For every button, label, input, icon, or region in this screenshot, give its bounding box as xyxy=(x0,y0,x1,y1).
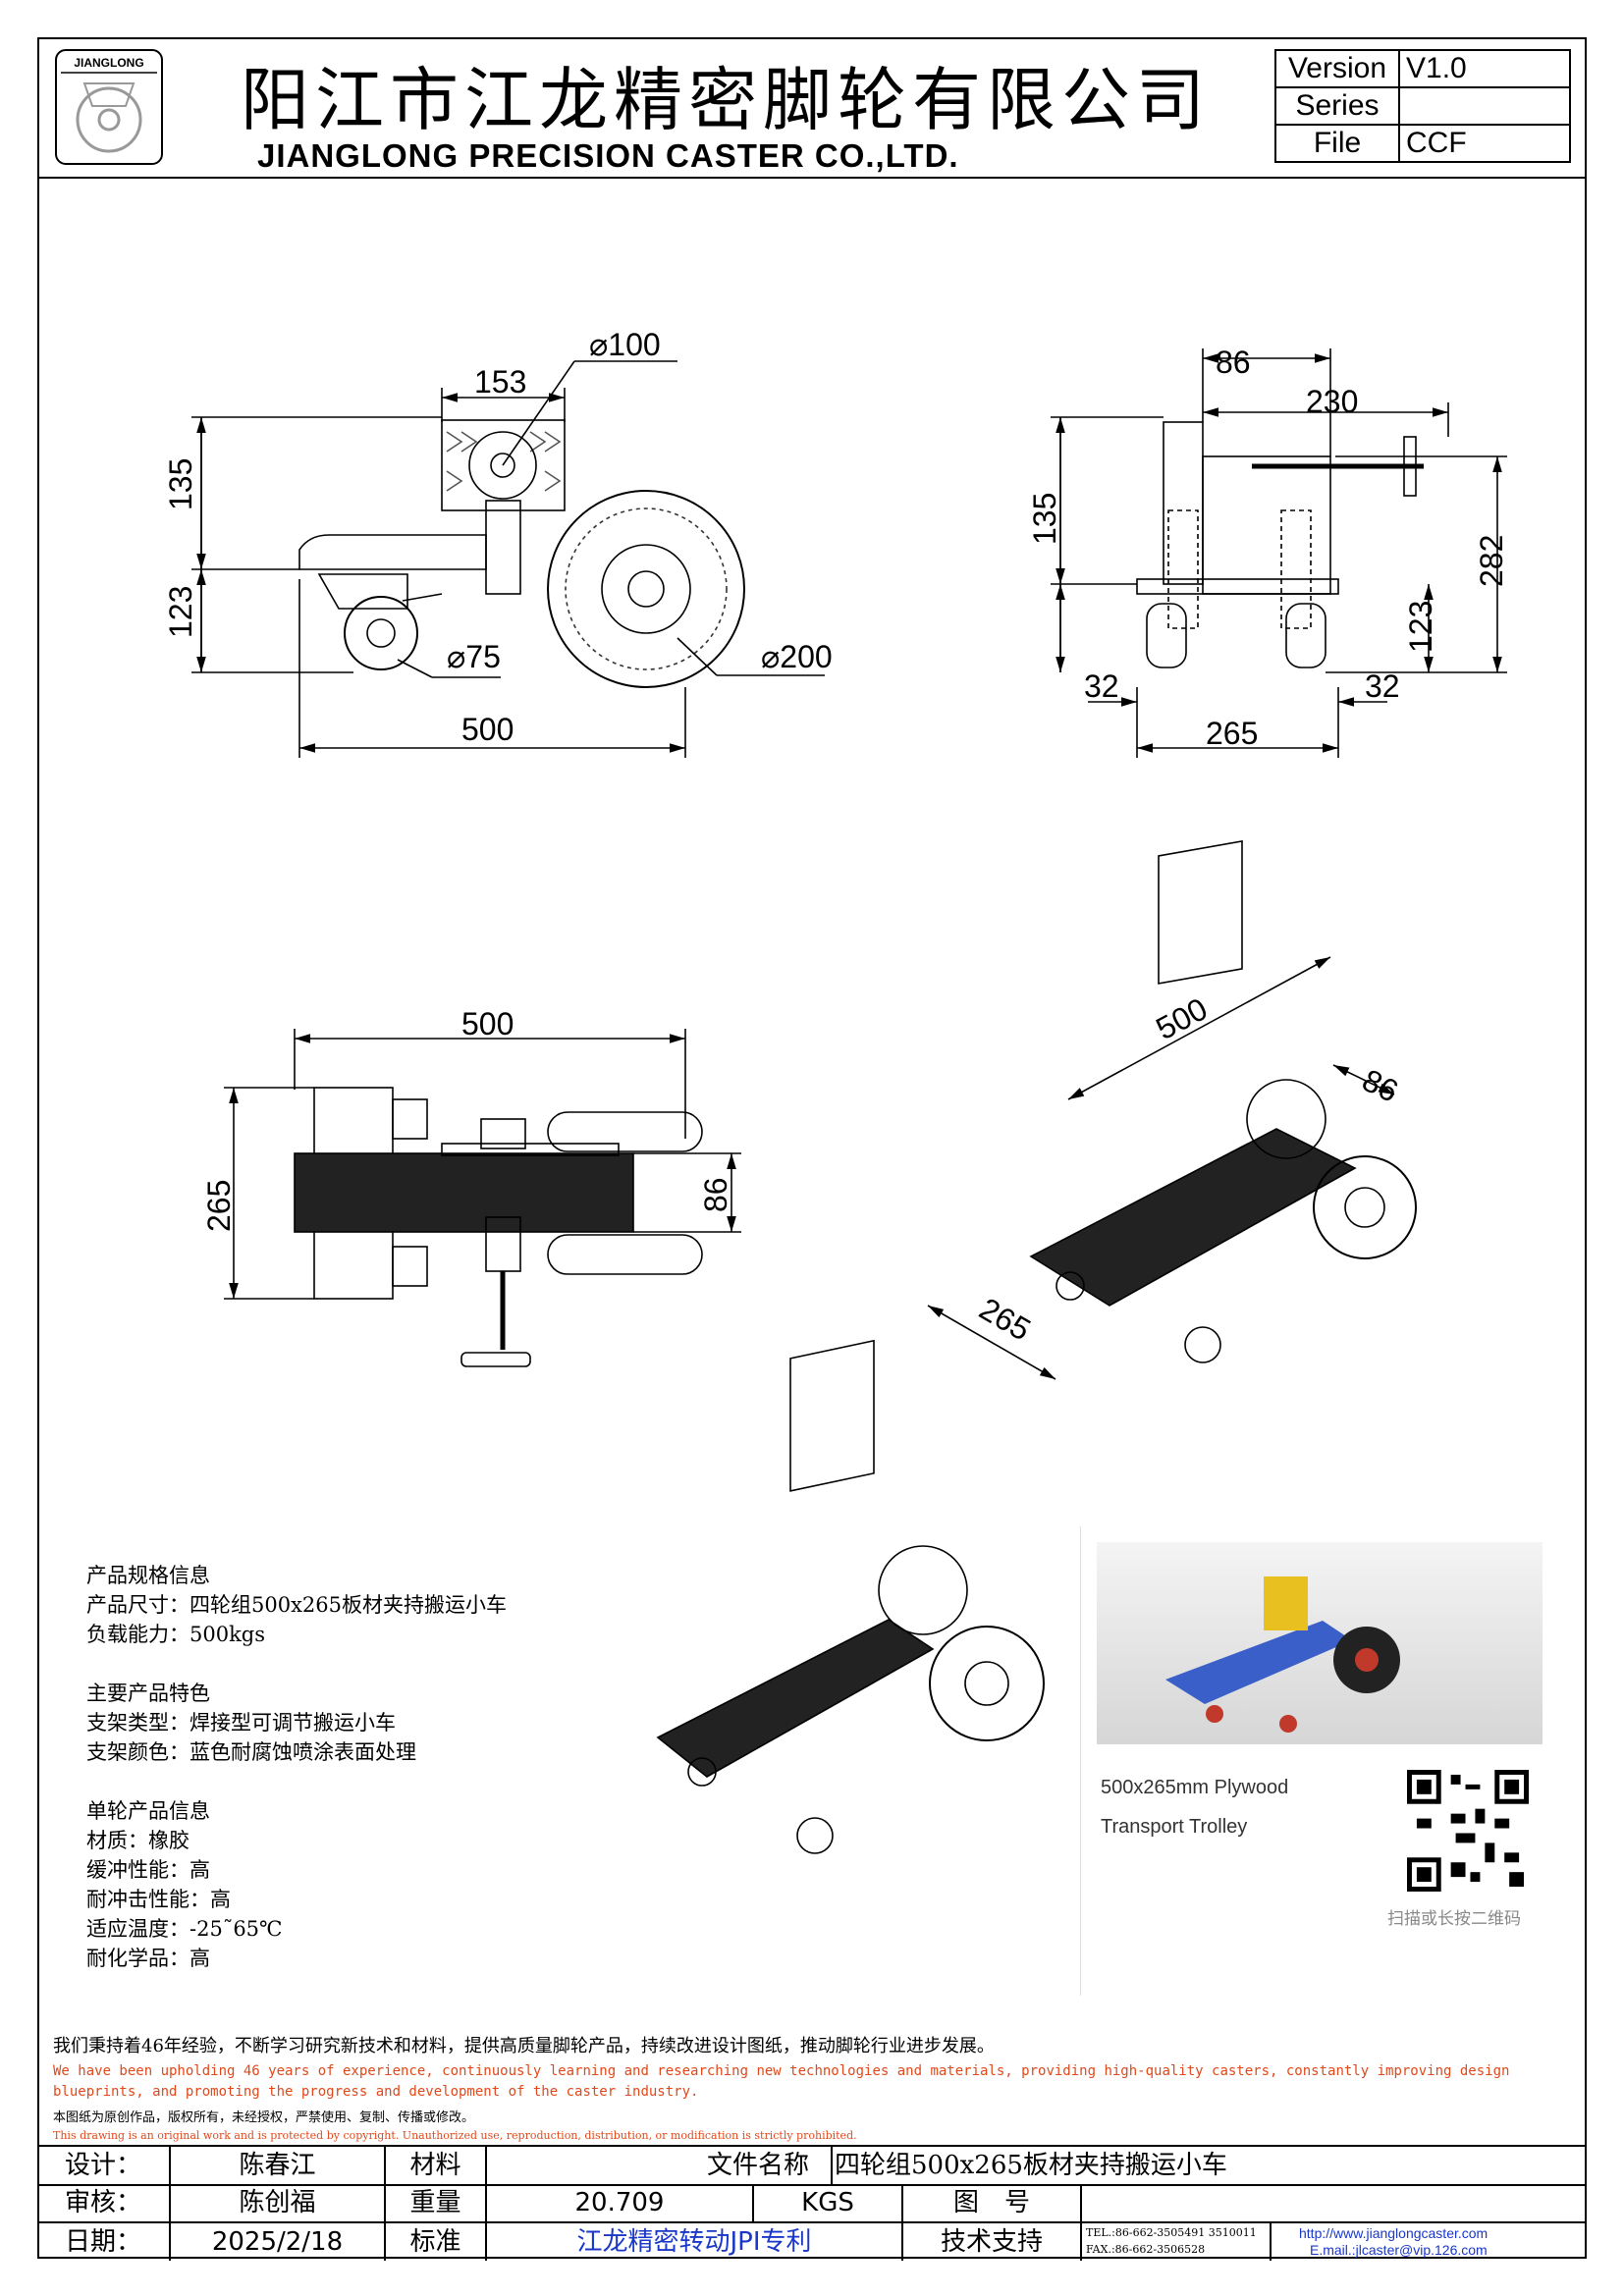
dim-iso-86: 86 xyxy=(1357,1062,1404,1109)
dim-iso-265: 265 xyxy=(974,1291,1037,1348)
series-value xyxy=(1398,86,1571,126)
side-base xyxy=(1136,578,1339,595)
dim-side-282: 282 xyxy=(1474,535,1509,587)
spec-size: 产品尺寸：四轮组500x265板材夹持搬运小车 xyxy=(86,1593,508,1617)
support-label: 技术支持 xyxy=(940,2227,1043,2257)
dim-iso-500: 500 xyxy=(1150,990,1213,1046)
material-label: 材料 xyxy=(409,2151,461,2180)
copyright-en: This drawing is an original work and is … xyxy=(53,2129,857,2142)
spec-section-title: 产品规格信息 xyxy=(86,1564,210,1587)
dim-front-d200: ⌀200 xyxy=(761,639,833,674)
website-link[interactable]: http://www.jianglongcaster.com xyxy=(1299,2225,1489,2241)
product-photo xyxy=(1097,1542,1543,1744)
filename-label: 文件名称 xyxy=(706,2151,809,2180)
spec-section-title: 单轮产品信息 xyxy=(86,1799,210,1823)
isometric-view xyxy=(927,840,1417,1380)
company-logo: JIANGLONG xyxy=(55,49,163,165)
top-wheel-lower xyxy=(547,1234,703,1275)
dim-front-d100: ⌀100 xyxy=(589,327,661,362)
note-en: We have been upholding 46 years of exper… xyxy=(53,2063,1510,2100)
qr-code-icon[interactable] xyxy=(1407,1770,1529,1892)
material-value xyxy=(487,2147,683,2184)
spec-type: 支架类型：焊接型可调节搬运小车 xyxy=(86,1711,396,1735)
dim-front-135: 135 xyxy=(163,458,198,510)
copyright-cn: 本图纸为原创作品，版权所有，未经授权，严禁使用、复制、传播或修改。 xyxy=(53,2110,475,2125)
company-name-en: JIANGLONG PRECISION CASTER CO.,LTD. xyxy=(257,137,959,174)
dim-top-86: 86 xyxy=(698,1177,733,1212)
dim-side-230: 230 xyxy=(1306,384,1358,419)
spec-section-title: 主要产品特色 xyxy=(86,1682,210,1705)
spec-cushion: 缓冲性能：高 xyxy=(86,1858,210,1882)
weight-unit: KGS xyxy=(801,2188,854,2217)
reviewer-label: 审核： xyxy=(64,2188,141,2217)
notes-block: 我们秉持着46年经验，不断学习研究新技术和材料，提供高质量脚轮产品，持续改进设计… xyxy=(53,2032,1585,2142)
tel: TEL.:86-662-3505491 3510011 xyxy=(1086,2226,1257,2239)
date-value: 2025/2/18 xyxy=(211,2227,344,2257)
spec-temp: 适应温度：-25˜65℃ xyxy=(86,1917,283,1941)
note-cn: 我们秉持着46年经验，不断学习研究新技术和材料，提供高质量脚轮产品，持续改进设计… xyxy=(53,2036,995,2056)
version-value: V1.0 xyxy=(1398,49,1571,88)
dim-front-500: 500 xyxy=(461,712,514,747)
footer-title-block: 设计： 陈春江 材料 文件名称 四轮组500x265板材夹持搬运小车 审核： 陈… xyxy=(37,2145,1587,2261)
front-platform xyxy=(298,534,487,570)
isometric-render xyxy=(656,1339,1045,1854)
designer-label: 设计： xyxy=(64,2151,141,2180)
email-link[interactable]: E.mail.:jlcaster@vip.126.com xyxy=(1310,2242,1488,2258)
weight-value: 20.709 xyxy=(574,2188,665,2217)
file-value: CCF xyxy=(1398,124,1571,163)
standard-value: 江龙精密转动JPI专利 xyxy=(576,2227,812,2257)
spec-chem: 耐化学品：高 xyxy=(86,1947,210,1970)
top-wheel-upper xyxy=(547,1111,703,1152)
spec-load: 负载能力：500kgs xyxy=(86,1623,266,1646)
top-base-beam xyxy=(294,1152,634,1233)
spec-color: 支架颜色：蓝色耐腐蚀喷涂表面处理 xyxy=(86,1740,416,1764)
dim-side-123: 123 xyxy=(1403,601,1438,653)
designer-value: 陈春江 xyxy=(239,2151,316,2180)
dim-front-d75: ⌀75 xyxy=(447,639,501,674)
drawing-no-label: 图 号 xyxy=(952,2188,1030,2217)
reviewer-value: 陈创福 xyxy=(239,2188,316,2217)
logo-text: JIANGLONG xyxy=(74,56,143,70)
weight-label: 重量 xyxy=(409,2188,461,2217)
version-label: Version xyxy=(1274,49,1400,88)
dim-front-123: 123 xyxy=(163,586,198,638)
date-label: 日期： xyxy=(64,2227,141,2257)
dim-top-265: 265 xyxy=(201,1180,237,1232)
product-card[interactable]: 500x265mm Plywood Transport Trolley 扫描或长… xyxy=(1080,1526,1558,1996)
dim-side-265: 265 xyxy=(1206,716,1258,751)
dimension-labels: ⌀100 153 135 123 ⌀75 ⌀200 500 86 230 135… xyxy=(163,327,1509,1348)
title-block-header xyxy=(37,37,1587,179)
front-clamp-pad xyxy=(441,419,566,511)
standard-label: 标准 xyxy=(409,2227,461,2257)
dim-top-500: 500 xyxy=(461,1006,514,1041)
front-hand-wheel xyxy=(468,431,537,500)
dim-front-153: 153 xyxy=(474,364,526,400)
qr-caption: 扫描或长按二维码 xyxy=(1387,1909,1521,1929)
dim-side-135: 135 xyxy=(1027,493,1062,545)
side-view xyxy=(1051,348,1507,758)
series-label: Series xyxy=(1274,86,1400,126)
top-view xyxy=(224,1029,741,1367)
fax: FAX.:86-662-3506528 xyxy=(1086,2243,1206,2256)
product-specs: 产品规格信息 产品尺寸：四轮组500x265板材夹持搬运小车 负载能力：500k… xyxy=(86,1561,507,1973)
drawing-no-value xyxy=(1082,2184,1475,2221)
dim-side-86: 86 xyxy=(1216,345,1251,380)
company-name-cn: 阳江市江龙精密脚轮有限公司 xyxy=(241,60,1211,140)
dim-side-32-right: 32 xyxy=(1365,668,1400,704)
front-view xyxy=(191,360,825,758)
drawing-frame xyxy=(37,37,1587,2259)
side-clamp-plate xyxy=(1163,421,1204,585)
front-large-wheel xyxy=(547,490,745,688)
front-small-caster xyxy=(344,596,418,670)
product-card-title[interactable]: 500x265mm Plywood Transport Trolley xyxy=(1101,1777,1289,1838)
spec-material: 材质：橡胶 xyxy=(86,1829,189,1852)
dim-side-32-left: 32 xyxy=(1084,668,1119,704)
spec-impact: 耐冲击性能：高 xyxy=(86,1888,231,1911)
filename-value: 四轮组500x265板材夹持搬运小车 xyxy=(835,2151,1227,2180)
file-label: File xyxy=(1274,124,1400,163)
iso-base-beam xyxy=(1029,1128,1357,1307)
